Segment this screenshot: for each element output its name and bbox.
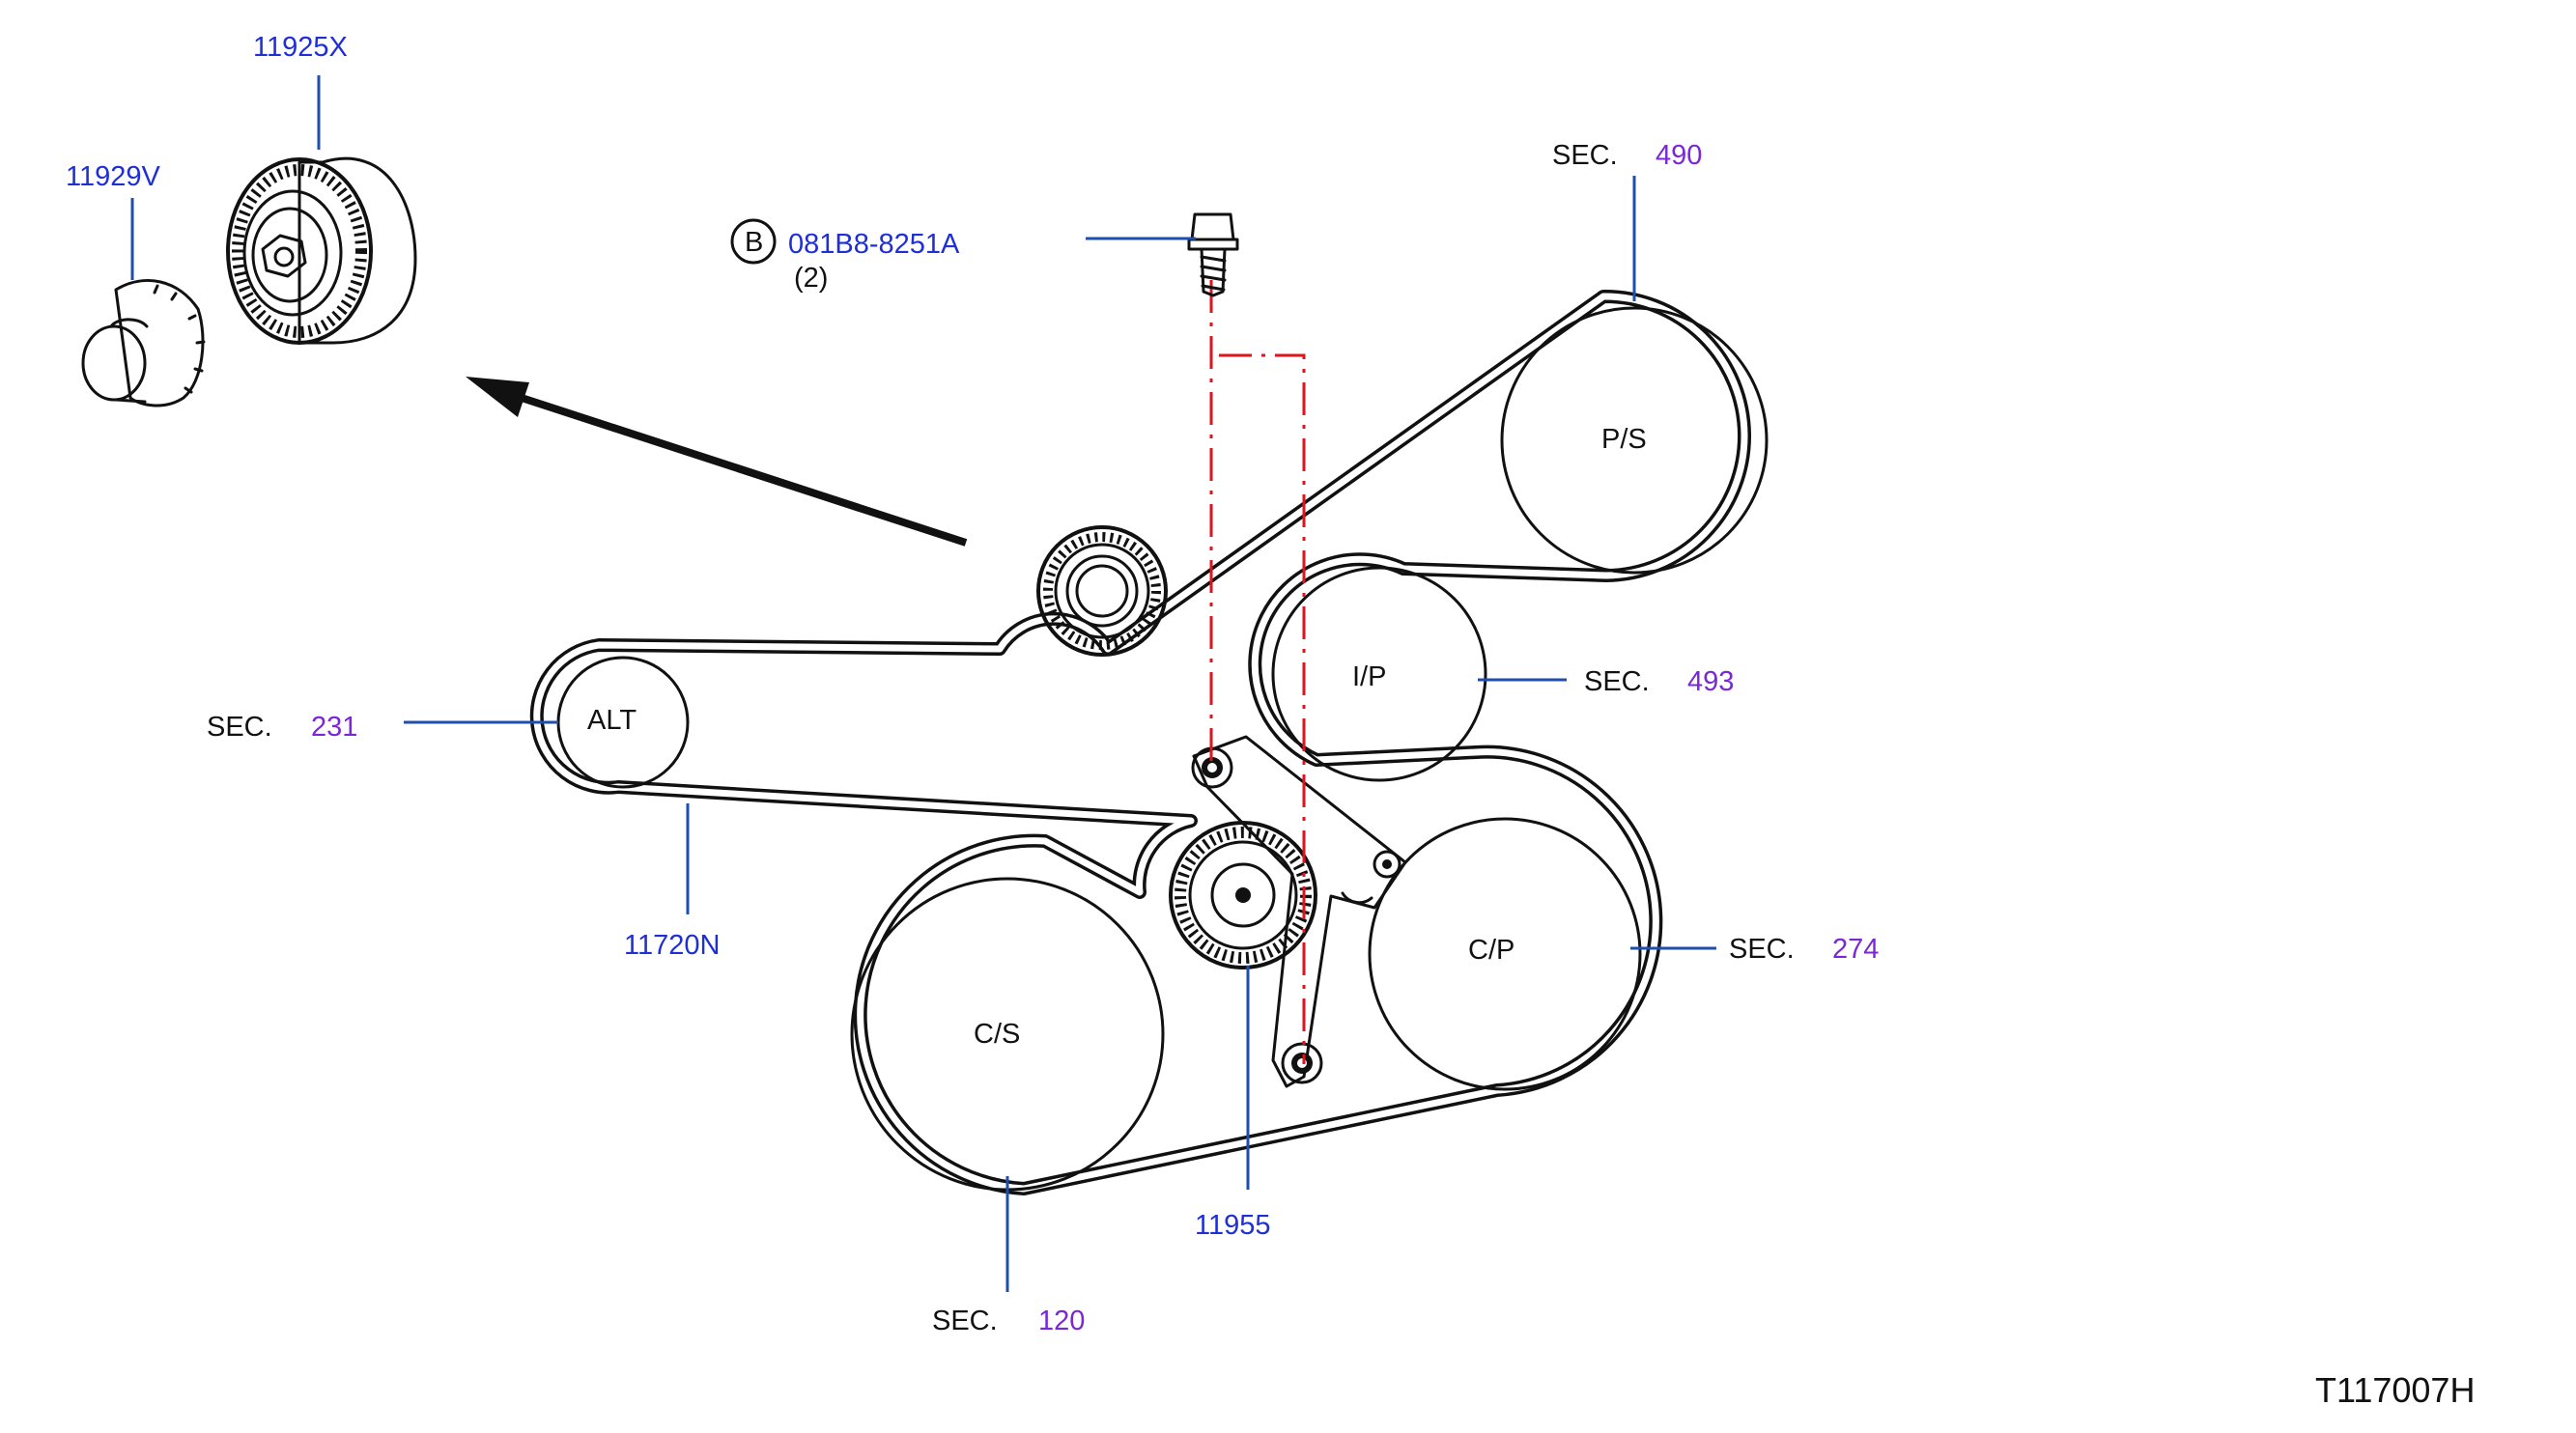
pulley-cover-detail [81, 278, 206, 407]
sec-label-cp: SEC. [1729, 934, 1795, 965]
drive-belt [529, 289, 1751, 1195]
part-number-bolt[interactable]: 081B8-8251A [788, 229, 960, 260]
sec-label-ps: SEC. [1552, 140, 1618, 171]
cp-pulley-label: C/P [1468, 935, 1514, 966]
diagram-code: T117007H [2315, 1370, 2475, 1410]
leader-lines [130, 75, 1716, 1292]
ip-pulley-label: I/P [1352, 661, 1386, 692]
idler-pulley-detail [226, 156, 417, 345]
ps-pulley-label: P/S [1601, 424, 1647, 455]
exploded-view-arrow [466, 377, 968, 547]
sec-label-alt: SEC. [207, 712, 272, 743]
tensioner-assembly [1169, 735, 1407, 1088]
sec-number-alt[interactable]: 231 [311, 712, 357, 743]
sec-number-ps[interactable]: 490 [1656, 140, 1702, 171]
part-number-tensioner[interactable]: 11955 [1195, 1210, 1271, 1241]
bolt-ref-letter: B [745, 227, 763, 258]
part-number-idler-pulley[interactable]: 11925X [253, 32, 348, 63]
sec-number-cp[interactable]: 274 [1832, 934, 1879, 965]
ps-pulley [1500, 306, 1769, 575]
part-number-belt[interactable]: 11720N [624, 930, 720, 961]
sec-number-cs[interactable]: 120 [1038, 1306, 1085, 1336]
sec-label-cs: SEC. [932, 1306, 998, 1336]
bolt-quantity: (2) [794, 263, 828, 294]
bolt-ref-circle [730, 218, 777, 265]
alt-pulley-label: ALT [587, 705, 637, 736]
part-number-pulley-cover[interactable]: 11929V [66, 161, 160, 192]
sec-number-ip[interactable]: 493 [1687, 666, 1734, 697]
bolt-center-lines [1209, 280, 1306, 1064]
ip-pulley [1271, 566, 1487, 782]
cp-pulley [1368, 817, 1642, 1091]
sec-label-ip: SEC. [1584, 666, 1650, 697]
bolt-icon [1187, 212, 1239, 297]
idler-pulley [1036, 525, 1168, 657]
cs-pulley-label: C/S [974, 1019, 1020, 1050]
